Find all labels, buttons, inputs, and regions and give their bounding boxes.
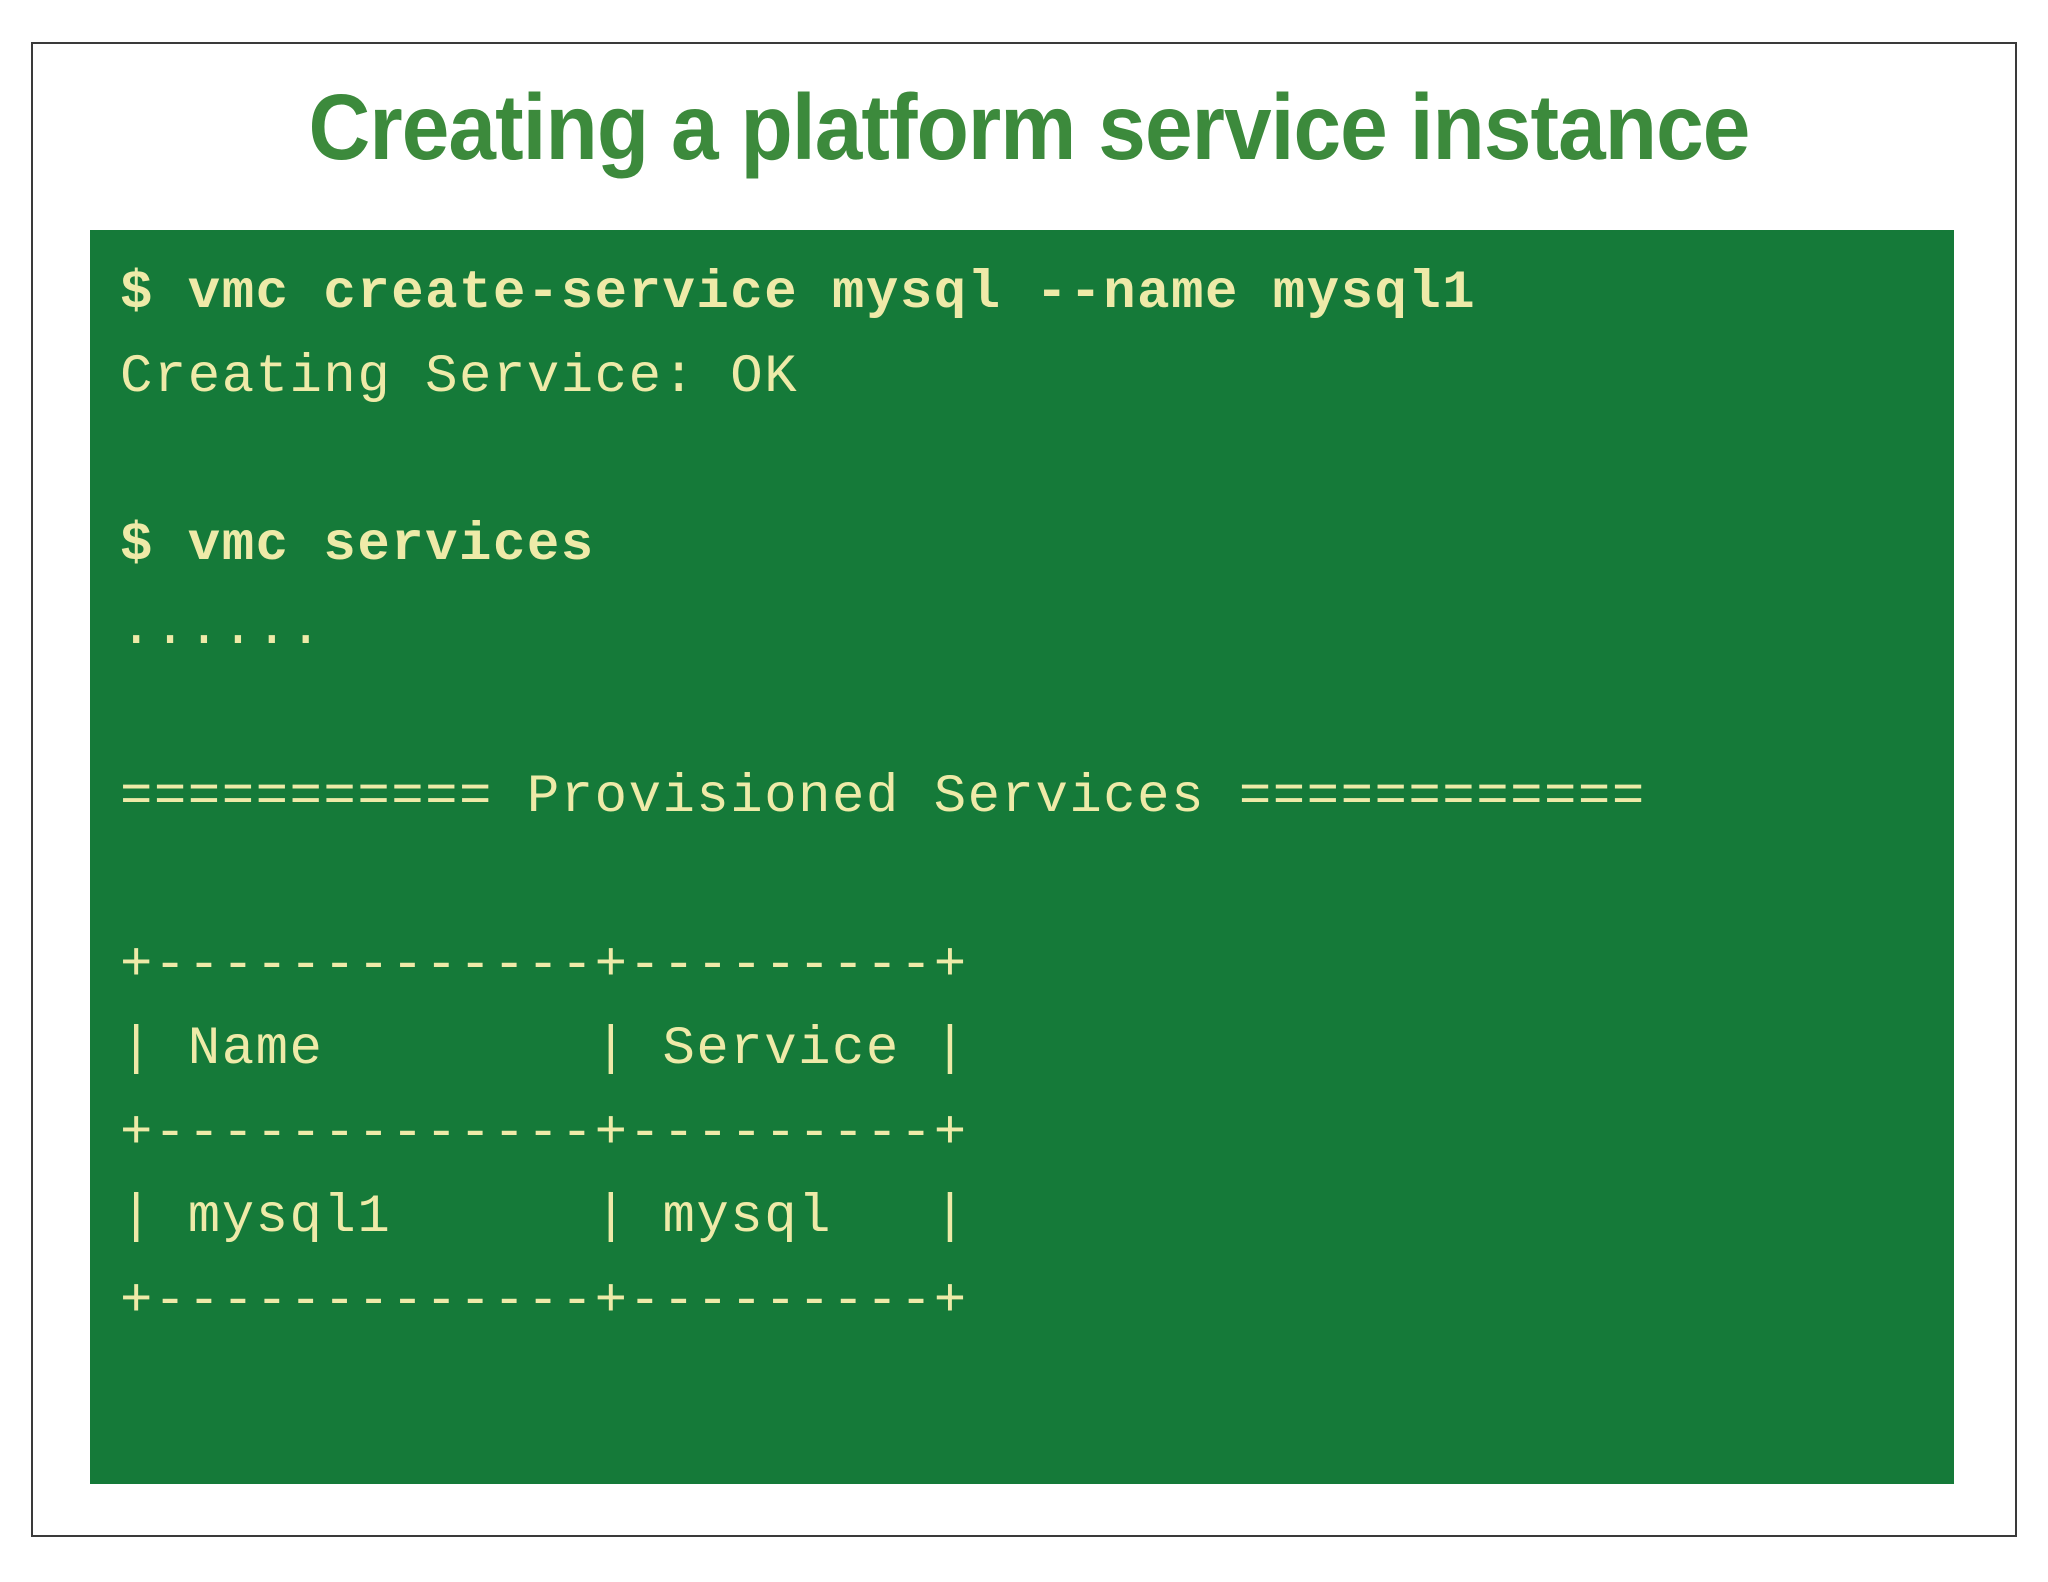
terminal-line-table-rule-bottom: +-------------+---------+ <box>120 1271 968 1332</box>
terminal-line-table-rule-middle: +-------------+---------+ <box>120 1103 968 1164</box>
terminal-line-provisioned-services-header: =========== Provisioned Services =======… <box>120 767 1646 828</box>
terminal-line-output-creating-service: Creating Service: OK <box>120 347 799 408</box>
terminal-line-table-header-row: | Name | Service | <box>120 1019 968 1080</box>
terminal-line-cmd-services: $ vmc services <box>120 515 595 576</box>
terminal-output-panel: $ vmc create-service mysql --name mysql1… <box>90 230 1954 1484</box>
terminal-line-blank-2 <box>90 672 1954 756</box>
terminal-line-blank-1 <box>90 420 1954 504</box>
terminal-line-table-data-row: | mysql1 | mysql | <box>120 1187 968 1248</box>
slide-canvas: Creating a platform service instance $ v… <box>31 42 2017 1537</box>
terminal-line-cmd-create-service: $ vmc create-service mysql --name mysql1 <box>120 263 1477 324</box>
terminal-line-blank-3 <box>90 840 1954 924</box>
terminal-line-table-rule-top: +-------------+---------+ <box>120 935 968 996</box>
terminal-line-output-ellipsis: ...... <box>120 599 324 660</box>
page-title: Creating a platform service instance <box>308 75 1751 179</box>
